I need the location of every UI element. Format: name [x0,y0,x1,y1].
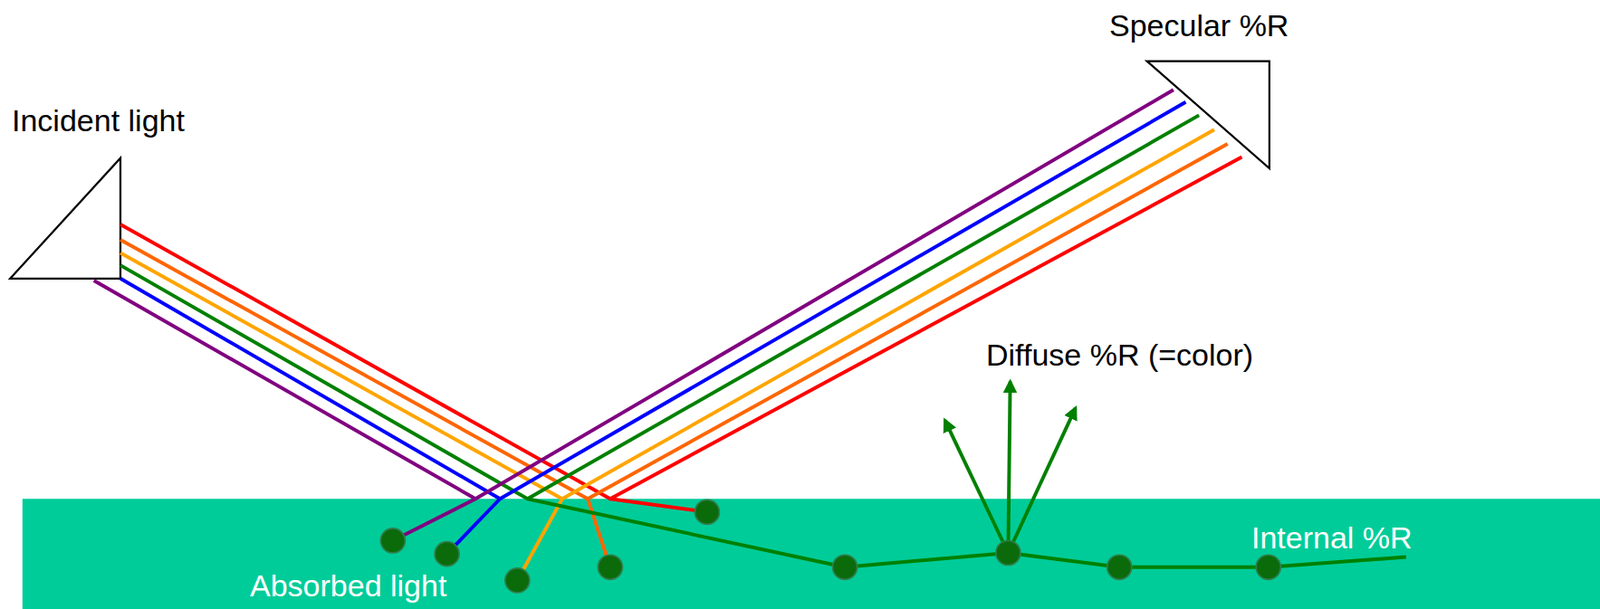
light-rays [94,89,1407,581]
material-band: Internal %R Absorbed light [22,498,1600,609]
detector-label: Specular %R [1109,9,1289,41]
absorber-dots [380,499,1281,594]
source-label: Incident light [11,105,185,136]
band-label: Absorbed light [249,570,447,602]
diffuse-label: Diffuse %R (=color) [986,339,1254,371]
source-prism [9,158,121,279]
material-band [22,498,1600,609]
band-label: Internal %R [1251,522,1413,554]
